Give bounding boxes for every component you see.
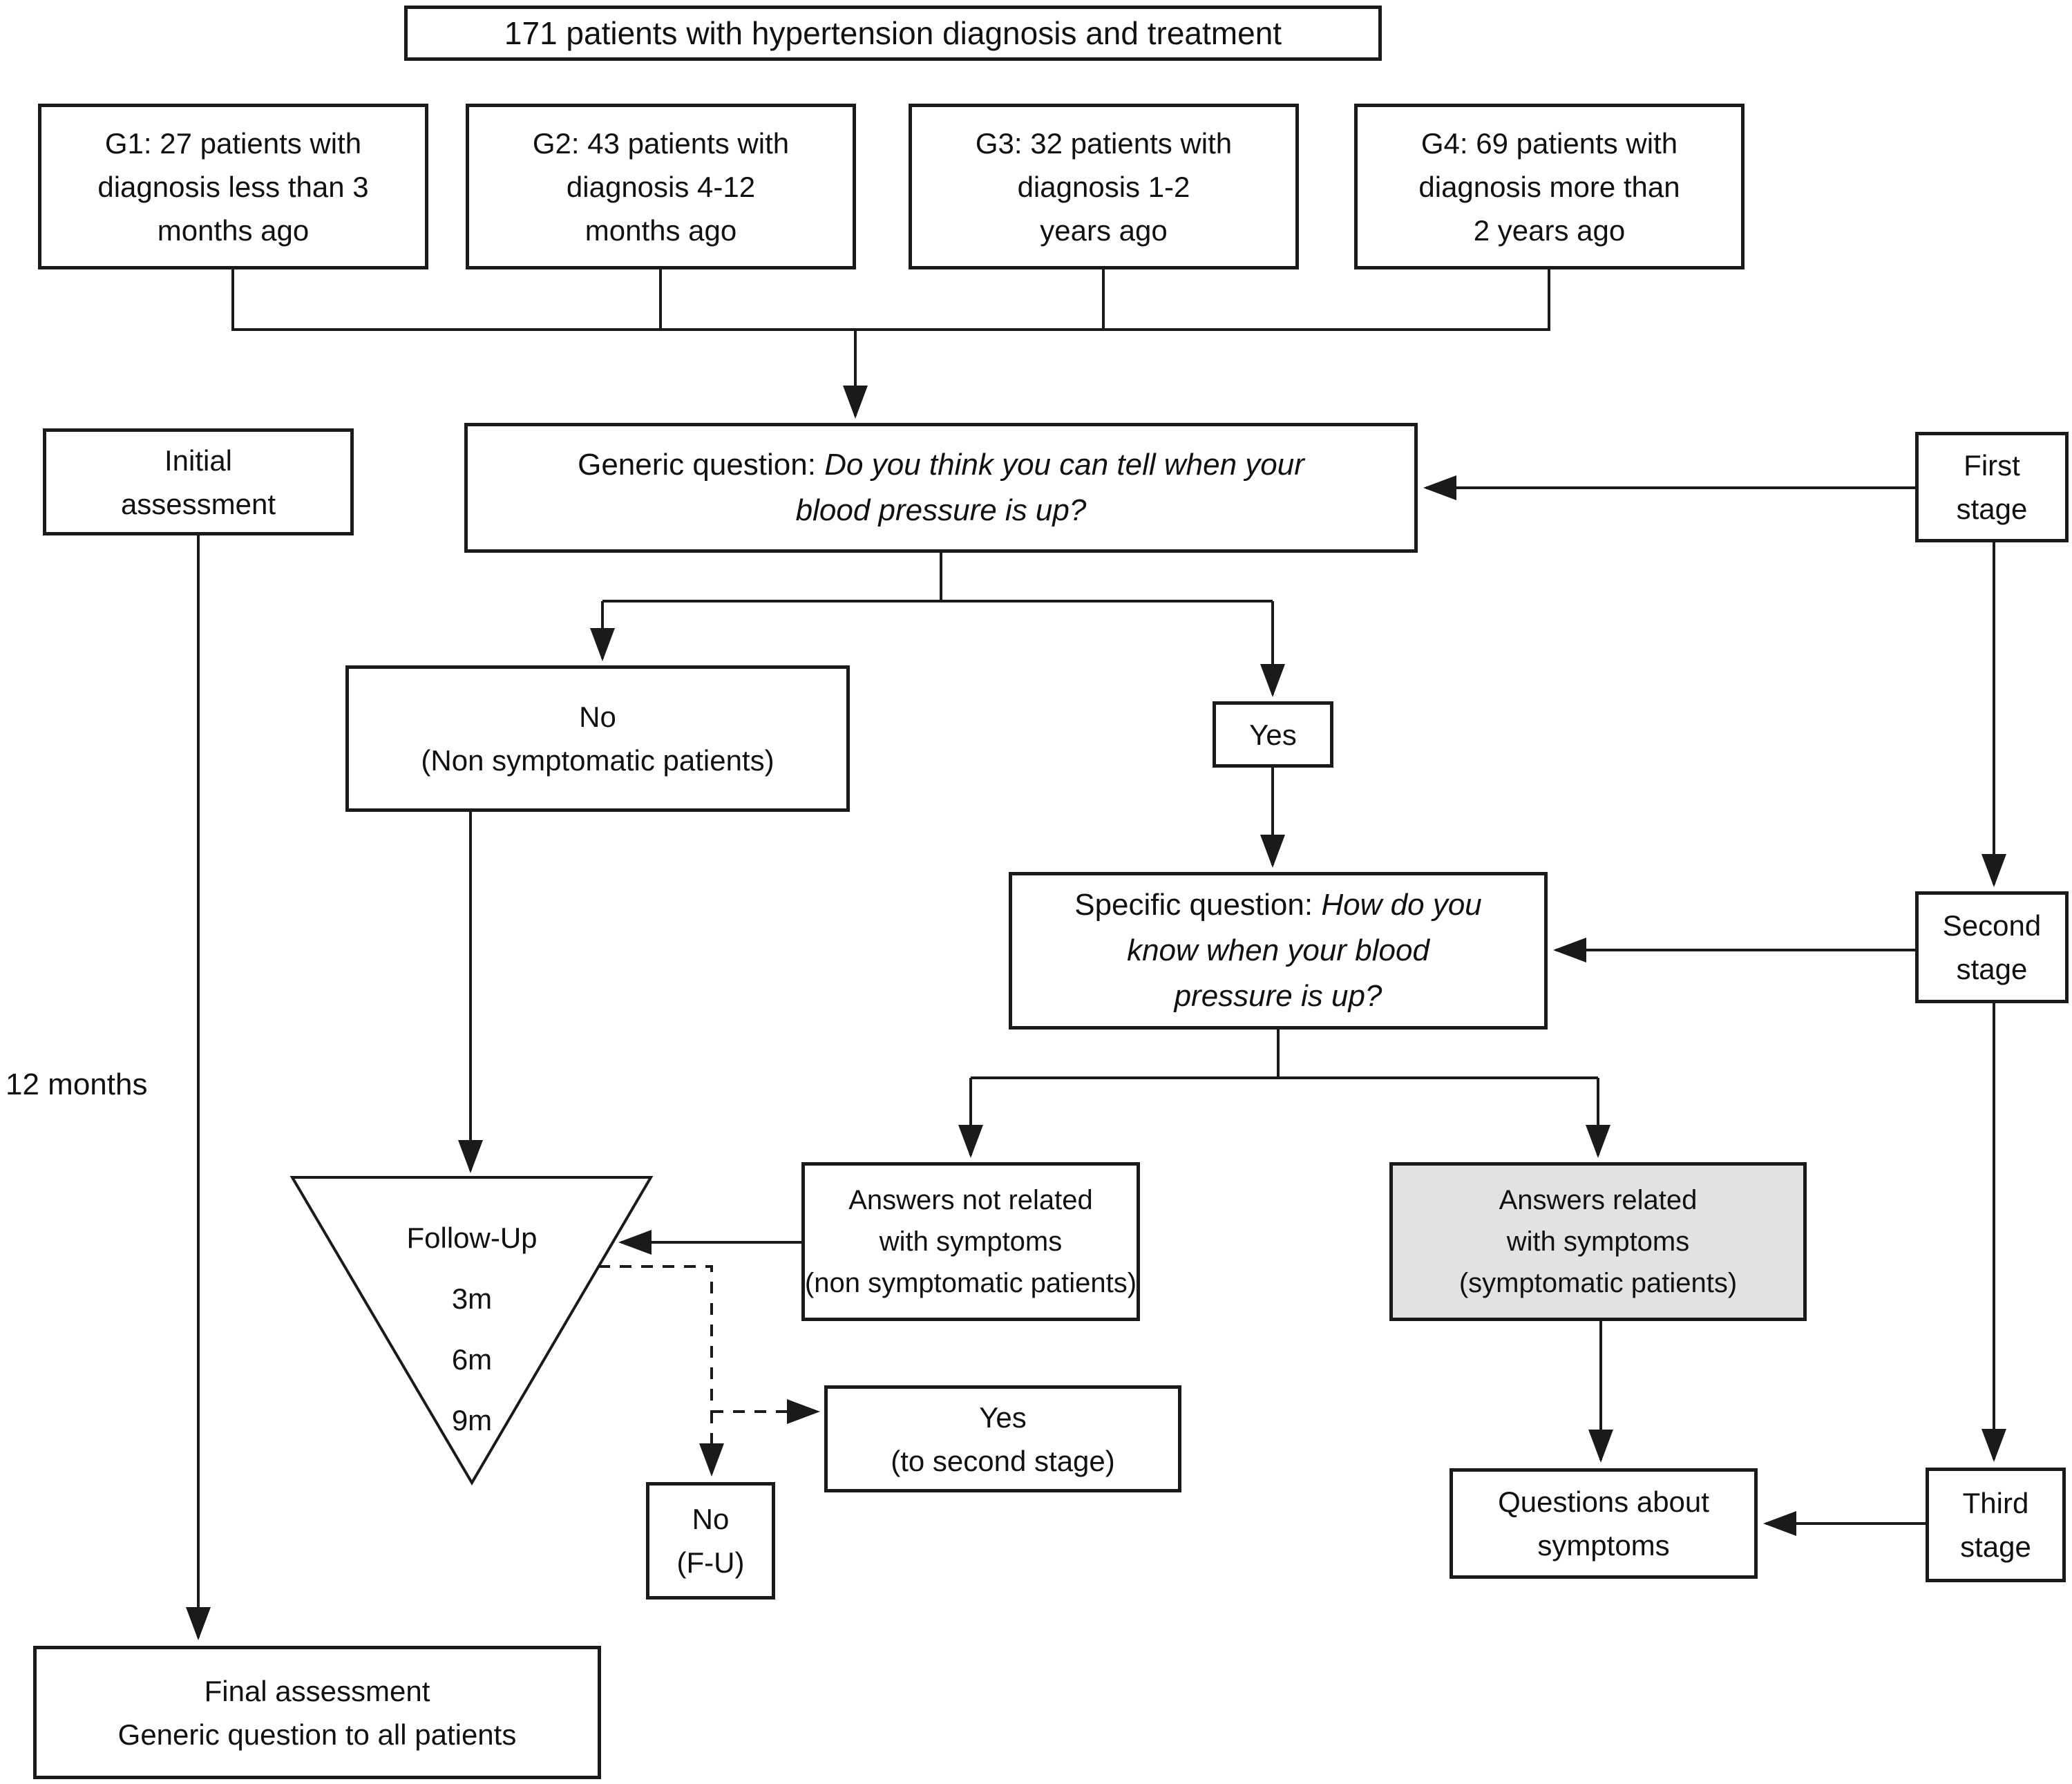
yes-branch-label: Yes [1249, 718, 1297, 751]
final-assessment-box: Final assessment Generic question to all… [33, 1646, 601, 1779]
generic-question-prefix: Generic question: [578, 448, 816, 482]
group-box-g2: G2: 43 patients with diagnosis 4-12 mont… [466, 104, 856, 269]
g3-line1: G3: 32 patients with [975, 126, 1233, 160]
yes-to-second-line1: Yes [979, 1401, 1027, 1434]
no-branch-line1: No [579, 701, 616, 733]
answers-related-line1: Answers related [1499, 1185, 1698, 1215]
second-stage-line2: stage [1956, 953, 2028, 985]
no-branch-box: No (Non symptomatic patients) [345, 665, 850, 812]
answers-related-box: Answers related with symptoms (symptomat… [1389, 1162, 1807, 1321]
group-box-g3: G3: 32 patients with diagnosis 1-2 years… [909, 104, 1299, 269]
no-branch-line2: (Non symptomatic patients) [421, 744, 774, 777]
no-fu-box: No (F-U) [646, 1482, 775, 1600]
questions-symptoms-line2: symptoms [1537, 1529, 1670, 1562]
generic-question-italic2: blood pressure is up? [795, 493, 1087, 527]
questions-symptoms-box: Questions about symptoms [1450, 1468, 1758, 1579]
g3-line2: diagnosis 1-2 [1017, 170, 1190, 203]
g2-line1: G2: 43 patients with [532, 126, 790, 160]
g4-line2: diagnosis more than [1418, 170, 1680, 203]
title-text: 171 patients with hypertension diagnosis… [504, 15, 1282, 51]
g1-line1: G1: 27 patients with [104, 126, 362, 160]
g1-line2: diagnosis less than 3 [97, 170, 369, 203]
followup-label: Follow-Up 3m 6m 9m [334, 1208, 610, 1451]
generic-question-box: Generic question:Do you think you can te… [464, 423, 1418, 553]
title-box: 171 patients with hypertension diagnosis… [404, 6, 1382, 61]
initial-line2: assessment [120, 487, 276, 520]
g2-line2: diagnosis 4-12 [566, 170, 756, 203]
first-stage-box: First stage [1915, 432, 2069, 542]
specific-question-box: Specific question:How do you know when y… [1009, 872, 1548, 1029]
final-line2: Generic question to all patients [117, 1718, 517, 1751]
yes-to-second-box: Yes (to second stage) [824, 1385, 1181, 1492]
generic-question-line1: Generic question:Do you think you can te… [578, 442, 1304, 488]
followup-interval-3m: 3m [451, 1282, 493, 1315]
g4-line1: G4: 69 patients with [1420, 126, 1678, 160]
no-fu-line1: No [692, 1503, 730, 1535]
duration-label: 12 months [6, 1067, 148, 1101]
g2-line3: months ago [584, 213, 737, 247]
group-box-g4: G4: 69 patients with diagnosis more than… [1354, 104, 1745, 269]
no-fu-line2: (F-U) [676, 1546, 745, 1579]
second-stage-line1: Second [1942, 909, 2042, 942]
third-stage-box: Third stage [1926, 1468, 2066, 1582]
g1-line3: months ago [157, 213, 310, 247]
yes-branch-box: Yes [1213, 701, 1333, 768]
initial-assessment-box: Initial assessment [43, 428, 354, 535]
answers-not-line3: (non symptomatic patients) [804, 1268, 1137, 1298]
generic-question-italic1: Do you think you can tell when your [824, 448, 1304, 482]
followup-title: Follow-Up [406, 1222, 538, 1254]
specific-question-italic2: know when your blood [1127, 933, 1429, 967]
answers-not-line1: Answers not related [848, 1185, 1093, 1215]
followup-interval-9m: 9m [451, 1404, 493, 1436]
specific-question-line1: Specific question:How do you [1074, 882, 1482, 928]
answers-related-line2: with symptoms [1506, 1226, 1690, 1257]
answers-not-line2: with symptoms [879, 1226, 1063, 1257]
first-stage-line1: First [1964, 449, 2020, 482]
g3-line3: years ago [1040, 213, 1168, 247]
final-line1: Final assessment [204, 1674, 430, 1707]
specific-question-italic1: How do you [1321, 888, 1482, 922]
yes-to-second-line2: (to second stage) [891, 1444, 1115, 1477]
g4-line3: 2 years ago [1473, 213, 1626, 247]
initial-line1: Initial [164, 444, 233, 477]
answers-not-related-box: Answers not related with symptoms (non s… [801, 1162, 1140, 1321]
dashed-followup-path [598, 1265, 713, 1412]
answers-related-line3: (symptomatic patients) [1458, 1268, 1738, 1298]
specific-question-italic3: pressure is up? [1174, 979, 1382, 1013]
first-stage-line2: stage [1956, 493, 2028, 525]
third-stage-line2: stage [1960, 1530, 2031, 1563]
third-stage-line1: Third [1962, 1487, 2029, 1519]
specific-question-prefix: Specific question: [1074, 888, 1313, 922]
followup-triangle [289, 1176, 654, 1486]
followup-interval-6m: 6m [451, 1343, 493, 1376]
second-stage-box: Second stage [1915, 891, 2069, 1003]
group-box-g1: G1: 27 patients with diagnosis less than… [38, 104, 428, 269]
questions-symptoms-line1: Questions about [1498, 1486, 1709, 1518]
